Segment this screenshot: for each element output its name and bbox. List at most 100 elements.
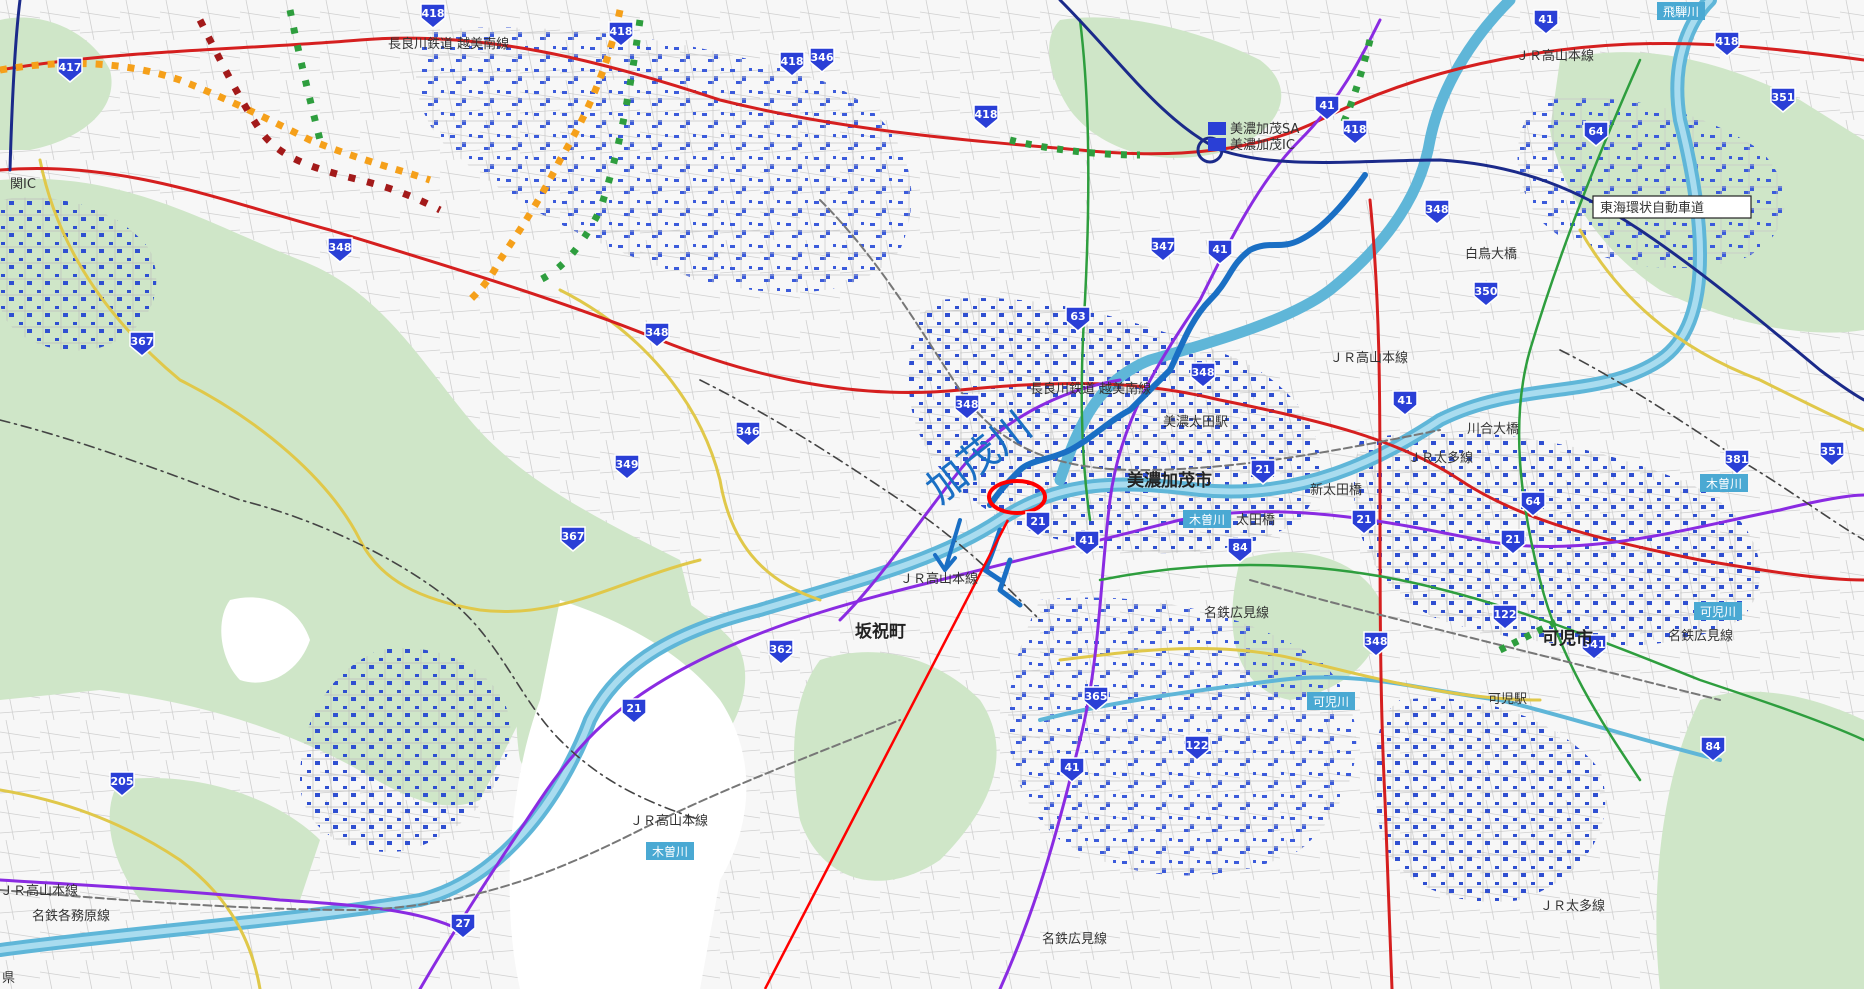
- prefectural-road-21: [418, 493, 1864, 989]
- expressway-label-box: [1592, 195, 1752, 219]
- shield: 347: [1150, 236, 1176, 262]
- svg-text:21: 21: [1030, 515, 1045, 528]
- svg-text:205: 205: [111, 775, 134, 788]
- river-tag: 可児川: [1307, 692, 1355, 710]
- shield: 351: [1819, 441, 1845, 467]
- shield: 122: [1184, 735, 1210, 761]
- bridge-label: 新太田橋: [1310, 482, 1362, 498]
- local-road-4: [1578, 228, 1864, 432]
- shield: 346: [735, 421, 761, 447]
- shield: 21: [1351, 509, 1377, 535]
- river-tags: 木曽川 木曽川 木曽川 可児川 可児川 飛騨川: [646, 2, 1748, 860]
- shield: 41: [1533, 9, 1559, 35]
- sa-label: 美濃加茂SA: [1230, 122, 1299, 137]
- shield: 27: [450, 913, 476, 939]
- shield: 348: [1190, 362, 1216, 388]
- svg-text:木曽川: 木曽川: [1189, 512, 1225, 527]
- open-area-2: [221, 597, 310, 683]
- svg-text:348: 348: [1365, 635, 1388, 648]
- rail-line-1: [0, 719, 901, 911]
- svg-text:367: 367: [131, 335, 154, 348]
- river-tag: 木曽川: [646, 842, 694, 860]
- expressway-label: 東海環状自動車道: [1600, 200, 1704, 216]
- city-label-kani: 可児市: [1542, 628, 1593, 649]
- shield: 365: [1083, 686, 1109, 712]
- green-route-east: [1517, 58, 1642, 782]
- rail-label: 名鉄広見線: [1668, 628, 1733, 644]
- place-labels: 美濃加茂市 可児市 坂祝町 美濃太田駅 美濃加茂SA 美濃加茂IC 関IC 東海…: [0, 36, 1733, 986]
- svg-text:348: 348: [1426, 203, 1449, 216]
- svg-text:41: 41: [1064, 761, 1079, 774]
- shield: 348: [954, 394, 980, 420]
- shield: 41: [1059, 757, 1085, 783]
- svg-text:64: 64: [1525, 495, 1541, 508]
- rail-label: ＪＲ太多線: [1408, 450, 1473, 466]
- location-marker: [763, 479, 1047, 989]
- national-road-248: [1368, 198, 1394, 989]
- svg-text:365: 365: [1085, 690, 1108, 703]
- svg-text:可児川: 可児川: [1700, 605, 1736, 619]
- local-road-2: [558, 288, 822, 602]
- svg-text:418: 418: [610, 25, 633, 38]
- shield: 84: [1700, 736, 1726, 762]
- svg-text:64: 64: [1588, 125, 1604, 138]
- station-label-minoota: 美濃太田駅: [1163, 415, 1228, 430]
- shield: 367: [129, 331, 155, 357]
- rail-label: ＪＲ高山本線: [1330, 350, 1408, 366]
- shield: 349: [614, 454, 640, 480]
- shield: 346: [809, 47, 835, 73]
- national-road-21: [0, 166, 1864, 582]
- svg-text:418: 418: [1716, 35, 1739, 48]
- rail-label: ＪＲ高山本線: [0, 883, 78, 899]
- shield: 21: [1025, 511, 1051, 537]
- local-road-5: [0, 788, 262, 989]
- boundary-line: [0, 419, 701, 821]
- svg-text:84: 84: [1705, 740, 1721, 753]
- shield: 205: [109, 771, 135, 797]
- shield: 348: [644, 322, 670, 348]
- bridge-label: 白鳥大橋: [1465, 246, 1517, 262]
- svg-text:21: 21: [626, 702, 641, 715]
- national-road-418: [0, 36, 1864, 156]
- shield: 21: [1500, 529, 1526, 555]
- rail-label: 名鉄広見線: [1204, 605, 1269, 621]
- svg-text:可児川: 可児川: [1313, 695, 1349, 709]
- expressway: [1058, 0, 1864, 402]
- rail-line-3: [1249, 579, 1721, 701]
- shield: 84: [1227, 537, 1253, 563]
- prefectural-road-41: [998, 18, 1382, 989]
- route-shields: 418 418 418 418 418 418 346 346 417 41 4…: [57, 3, 1845, 939]
- shield: 64: [1583, 121, 1609, 147]
- shield: 350: [1473, 281, 1499, 307]
- svg-text:木曽川: 木曽川: [652, 844, 688, 859]
- svg-text:351: 351: [1821, 445, 1844, 458]
- rail-label: 名鉄各務原線: [32, 908, 110, 924]
- shield: 63: [1065, 306, 1091, 332]
- svg-text:381: 381: [1726, 453, 1749, 466]
- svg-text:348: 348: [1192, 366, 1215, 379]
- svg-text:21: 21: [1505, 533, 1520, 546]
- shield: 381: [1724, 449, 1750, 475]
- shield: 418: [1342, 119, 1368, 145]
- svg-text:417: 417: [59, 61, 82, 74]
- town-label-sakahogi: 坂祝町: [855, 622, 906, 642]
- svg-text:21: 21: [1356, 513, 1371, 526]
- svg-text:348: 348: [646, 326, 669, 339]
- svg-text:41: 41: [1212, 243, 1227, 256]
- svg-text:347: 347: [1152, 240, 1175, 253]
- ic-badge: [1208, 138, 1226, 151]
- prefecture-label: 県: [2, 971, 15, 986]
- shield: 341: [1581, 634, 1607, 660]
- shield: 367: [560, 526, 586, 552]
- river-tag: 木曽川: [1700, 474, 1748, 492]
- svg-text:418: 418: [781, 55, 804, 68]
- shield: 418: [779, 51, 805, 77]
- rail-label: ＪＲ太多線: [1540, 898, 1605, 914]
- rail-label: 長良川鉄道 越美南線: [1030, 381, 1151, 397]
- shield: 64: [1520, 491, 1546, 517]
- river-tag: 木曽川: [1183, 510, 1231, 528]
- svg-text:418: 418: [422, 7, 445, 20]
- svg-text:418: 418: [1344, 123, 1367, 136]
